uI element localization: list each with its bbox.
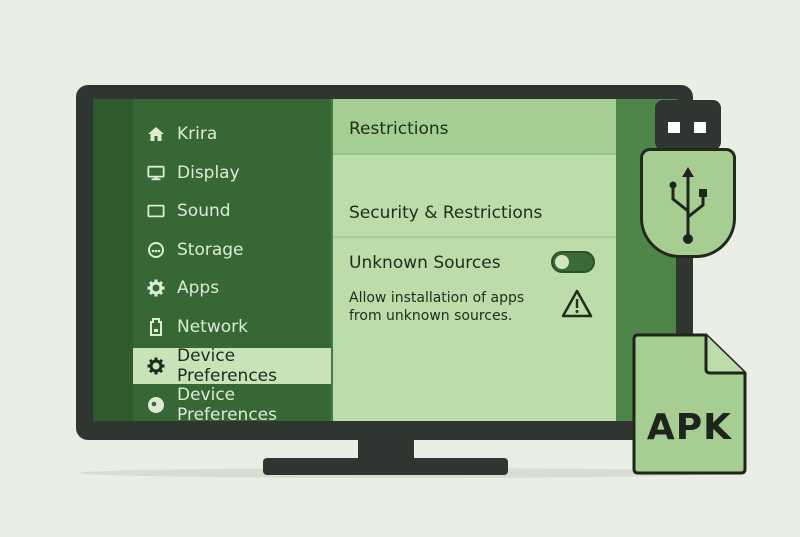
sidebar-item-label: Krira — [177, 124, 218, 144]
panel-header — [333, 99, 616, 155]
sidebar-item-label: Display — [177, 163, 240, 183]
usb-slot — [668, 122, 680, 133]
sidebar-item-label: Network — [177, 317, 248, 337]
sidebar-item-device-preferences[interactable]: Device Preferences — [133, 346, 331, 386]
apk-label: APK — [646, 407, 733, 448]
sidebar-item-label: Device Preferences — [177, 346, 277, 386]
usb-cable — [676, 255, 688, 355]
gear-icon — [147, 357, 165, 375]
tv-stand-neck — [358, 440, 414, 460]
sidebar-item-storage[interactable]: Storage — [133, 232, 331, 268]
unknown-sources-label: Unknown Sources — [349, 253, 501, 273]
usb-plug — [655, 100, 721, 150]
sidebar-item-label: Apps — [177, 278, 220, 298]
unknown-sources-description: Allow installation of apps from unknown … — [349, 290, 525, 324]
sidebar-item-label: Storage — [177, 240, 244, 260]
sidebar-edge — [93, 99, 133, 421]
usb-stick — [640, 148, 736, 258]
toggle-knob — [555, 255, 569, 269]
storage-icon — [147, 241, 165, 259]
restrictions-panel: Restrictions Security & Restrictions Unk… — [333, 99, 616, 421]
network-icon — [147, 318, 165, 336]
unknown-sources-row[interactable]: Unknown Sources — [333, 245, 616, 281]
sidebar-item-network[interactable]: Network — [133, 309, 331, 345]
home-icon — [147, 125, 165, 143]
section-title: Security & Restrictions — [349, 203, 543, 223]
sidebar-item-label: Device Preferences — [177, 385, 277, 421]
sidebar-item-label: Sound — [177, 201, 231, 221]
device-icon — [147, 396, 165, 414]
apk-file-icon: APK — [632, 333, 747, 475]
sound-icon — [147, 202, 165, 220]
sidebar-item-display[interactable]: Display — [133, 155, 331, 191]
unknown-sources-toggle[interactable] — [551, 251, 595, 273]
tv-stand-base — [263, 458, 508, 475]
monitor-icon — [147, 164, 165, 182]
sidebar-item-device-preferences-2[interactable]: Device Preferences — [133, 385, 331, 421]
divider — [333, 236, 616, 238]
panel-title: Restrictions — [349, 119, 449, 139]
sidebar-item-apps[interactable]: Apps — [133, 270, 331, 306]
usb-symbol-icon — [669, 167, 707, 244]
usb-slot — [694, 122, 706, 133]
tv-screen: Krira Display Sound Storage Apps Network — [93, 99, 677, 421]
warning-triangle-icon — [561, 289, 593, 319]
gear-icon — [147, 279, 165, 297]
sidebar-item-sound[interactable]: Sound — [133, 193, 331, 229]
sidebar-item-krira[interactable]: Krira — [133, 116, 331, 152]
